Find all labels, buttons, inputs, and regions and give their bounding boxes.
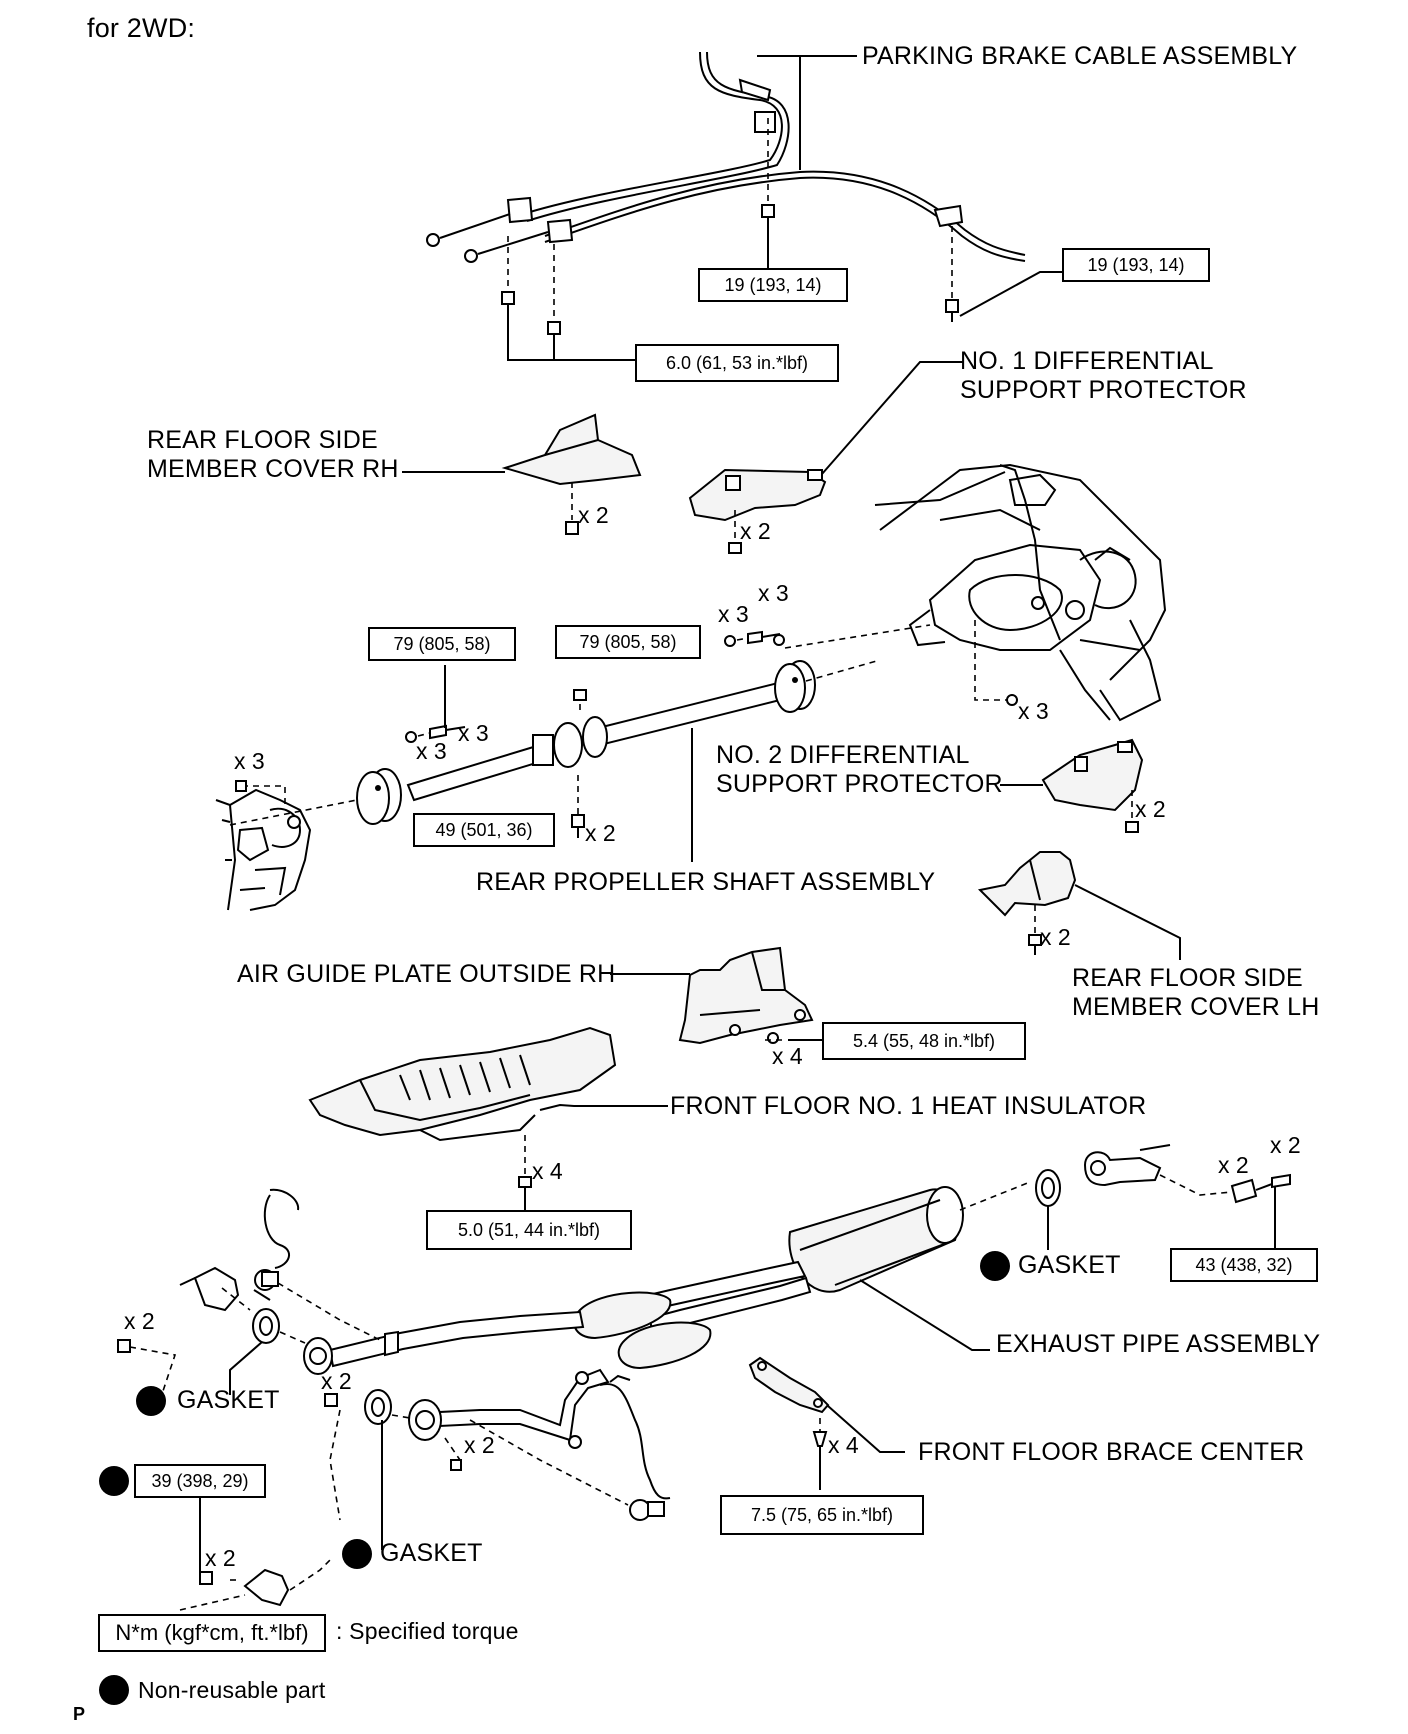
no2-diff-support-protector bbox=[1041, 738, 1144, 833]
exhaust-pipe-assembly bbox=[303, 1186, 964, 1449]
front-flanges-gaskets bbox=[117, 1266, 462, 1611]
qty-exhaust-left: x 2 bbox=[124, 1308, 155, 1334]
label-no1-diff-protector-line2: SUPPORT PROTECTOR bbox=[960, 376, 1247, 404]
transmission bbox=[215, 780, 312, 911]
label-gasket-rear: GASKET bbox=[1018, 1251, 1121, 1279]
cable-bolts bbox=[501, 118, 959, 346]
torque-cable-center: 19 (193, 14) bbox=[698, 268, 848, 302]
qty-exhaust-lower: x 2 bbox=[464, 1432, 495, 1458]
front-floor-heat-insulator bbox=[308, 1026, 617, 1210]
qty-exhaust-mid: x 2 bbox=[321, 1368, 352, 1394]
label-rear-propeller-shaft: REAR PROPELLER SHAFT ASSEMBLY bbox=[476, 868, 936, 896]
qty-air-guide: x 4 bbox=[772, 1043, 803, 1069]
legend-torque-box: N*m (kgf*cm, ft.*lbf) bbox=[98, 1614, 326, 1652]
qty-no1-protector: x 2 bbox=[740, 518, 771, 544]
nonreusable-marker-gasket-bottom bbox=[342, 1539, 372, 1569]
air-guide-plate-outside-rh bbox=[678, 946, 814, 1045]
label-front-floor-brace: FRONT FLOOR BRACE CENTER bbox=[918, 1438, 1305, 1466]
qty-rh-cover: x 2 bbox=[578, 502, 609, 528]
footer-mark: P bbox=[73, 1704, 86, 1724]
nonreusable-marker-gasket-left bbox=[136, 1386, 166, 1416]
label-rear-floor-cover-lh-line1: REAR FLOOR SIDE bbox=[1072, 964, 1303, 992]
torque-cable-left: 6.0 (61, 53 in.*lbf) bbox=[635, 344, 839, 382]
differential-subframe bbox=[784, 463, 1167, 722]
qty-shaft-mid-b: x 3 bbox=[416, 738, 447, 764]
label-no1-diff-protector-line1: NO. 1 DIFFERENTIAL bbox=[960, 347, 1214, 375]
rear-flange-gasket bbox=[1035, 1144, 1291, 1250]
label-rear-floor-cover-rh-line2: MEMBER COVER RH bbox=[147, 455, 399, 483]
label-exhaust-pipe: EXHAUST PIPE ASSEMBLY bbox=[996, 1330, 1321, 1358]
rear-propeller-shaft bbox=[229, 659, 881, 838]
label-parking-brake-cable: PARKING BRAKE CABLE ASSEMBLY bbox=[862, 42, 1298, 70]
torque-cable-right: 19 (193, 14) bbox=[1062, 248, 1210, 282]
qty-shaft-left: x 3 bbox=[234, 748, 265, 774]
qty-shaft-center: x 2 bbox=[585, 820, 616, 846]
page-title: for 2WD: bbox=[87, 13, 196, 43]
label-gasket-left: GASKET bbox=[177, 1386, 280, 1414]
qty-exhaust-rear-b: x 2 bbox=[1270, 1132, 1301, 1158]
label-no2-diff-protector-line2: SUPPORT PROTECTOR bbox=[716, 770, 1003, 798]
qty-brace: x 4 bbox=[828, 1432, 859, 1458]
torque-exhaust-rear: 43 (438, 32) bbox=[1170, 1248, 1318, 1282]
legend-torque-text: : Specified torque bbox=[336, 1618, 519, 1644]
qty-exhaust-rear-a: x 2 bbox=[1218, 1152, 1249, 1178]
torque-air-guide: 5.4 (55, 48 in.*lbf) bbox=[822, 1022, 1026, 1060]
no1-diff-support-protector bbox=[688, 468, 827, 554]
front-floor-brace-center bbox=[748, 1356, 830, 1490]
qty-no2-protector: x 2 bbox=[1135, 796, 1166, 822]
qty-shaft-top-a: x 3 bbox=[718, 601, 749, 627]
label-rear-floor-cover-lh-line2: MEMBER COVER LH bbox=[1072, 993, 1320, 1021]
torque-heat-insulator: 5.0 (51, 44 in.*lbf) bbox=[426, 1210, 632, 1250]
nonreusable-marker-gasket-rear bbox=[980, 1251, 1010, 1281]
torque-exhaust-front: 39 (398, 29) bbox=[134, 1464, 266, 1498]
label-heat-insulator: FRONT FLOOR NO. 1 HEAT INSULATOR bbox=[670, 1092, 1147, 1120]
qty-shaft-mid-a: x 3 bbox=[458, 720, 489, 746]
rear-floor-cover-rh bbox=[501, 413, 642, 535]
torque-brace: 7.5 (75, 65 in.*lbf) bbox=[720, 1495, 924, 1535]
torque-shaft-right: 79 (805, 58) bbox=[555, 625, 701, 659]
parking-brake-cable-assembly bbox=[426, 51, 1026, 263]
legend-nonreusable-text: Non-reusable part bbox=[138, 1677, 326, 1703]
qty-heat-insulator: x 4 bbox=[532, 1158, 563, 1184]
qty-diff: x 3 bbox=[1018, 698, 1049, 724]
torque-shaft-left: 79 (805, 58) bbox=[368, 627, 516, 661]
qty-exhaust-bottom: x 2 bbox=[205, 1545, 236, 1571]
qty-shaft-top-b: x 3 bbox=[758, 580, 789, 606]
qty-lh-cover: x 2 bbox=[1040, 924, 1071, 950]
nonreusable-marker-front-torque bbox=[99, 1466, 129, 1496]
torque-shaft-center: 49 (501, 36) bbox=[413, 813, 555, 847]
oxygen-sensors bbox=[254, 1188, 671, 1521]
label-no2-diff-protector-line1: NO. 2 DIFFERENTIAL bbox=[716, 741, 970, 769]
label-air-guide-plate: AIR GUIDE PLATE OUTSIDE RH bbox=[237, 960, 616, 988]
label-gasket-bottom: GASKET bbox=[380, 1539, 483, 1567]
rear-floor-cover-lh bbox=[977, 851, 1077, 955]
legend-nonreusable-marker bbox=[99, 1675, 129, 1705]
label-rear-floor-cover-rh-line1: REAR FLOOR SIDE bbox=[147, 426, 378, 454]
